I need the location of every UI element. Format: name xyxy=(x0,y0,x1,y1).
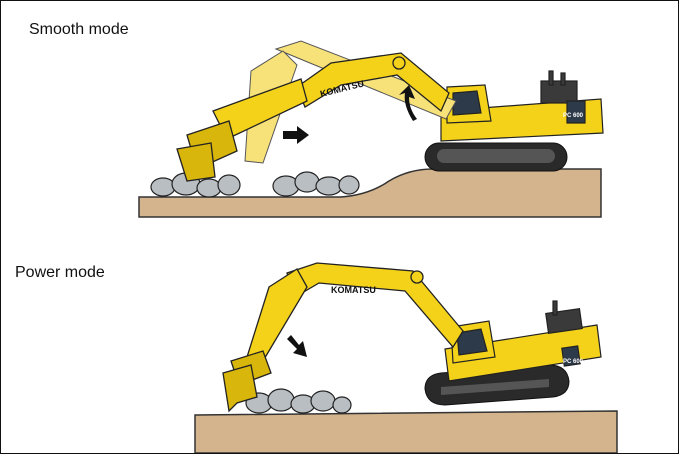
power-boom xyxy=(231,263,463,385)
power-curl-arrow xyxy=(287,335,307,357)
power-rocks xyxy=(246,389,351,413)
power-body xyxy=(445,301,601,381)
smooth-model-brand: PC 600 xyxy=(563,113,584,119)
power-mode-panel: KOMATSU PC 600 xyxy=(195,263,617,453)
smooth-forward-arrow xyxy=(283,126,309,144)
power-boom-brand: KOMATSU xyxy=(331,285,376,295)
power-model-brand: PC 600 xyxy=(563,359,584,365)
smooth-mode-panel: KOMATSU PC 600 xyxy=(139,41,603,217)
smooth-rocks xyxy=(151,172,359,197)
smooth-body xyxy=(441,71,603,141)
smooth-tracks xyxy=(425,143,567,171)
power-ground xyxy=(195,411,617,453)
